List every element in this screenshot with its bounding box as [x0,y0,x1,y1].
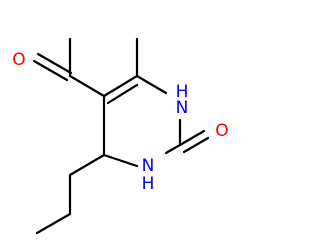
bond-c6-n1 [135,74,168,95]
bond-n3-c4 [102,153,139,168]
bond-c4-propyl-1 [68,153,106,177]
bond-propyl-2-3 [35,212,72,235]
atom-labels: O H N N H O [12,50,228,194]
atom-ring-n-bottom: N [142,156,155,176]
atom-ring-n-top: N [176,98,189,118]
bond-c2-n3 [164,143,182,155]
bond-c2-o-double-a [178,129,206,147]
atom-acetyl-oxygen: O [12,50,25,70]
bond-acetyl-carbonyl-double-b [32,59,69,82]
bond-acetyl-to-c5 [68,74,106,98]
bonds [32,37,210,235]
atom-carbonyl-oxygen: O [215,121,228,141]
bond-acetyl-carbonyl-double-a [36,52,73,75]
atom-ring-nh-top-hydrogen: H [176,82,189,102]
molecule-structure: O H N N H O [12,37,229,235]
atom-ring-nh-bottom-hydrogen: H [142,174,155,194]
bond-c2-o-double-b [182,136,210,154]
bond-c5-c6-double-a [102,74,139,98]
bond-c5-c6-double-b [106,83,139,105]
